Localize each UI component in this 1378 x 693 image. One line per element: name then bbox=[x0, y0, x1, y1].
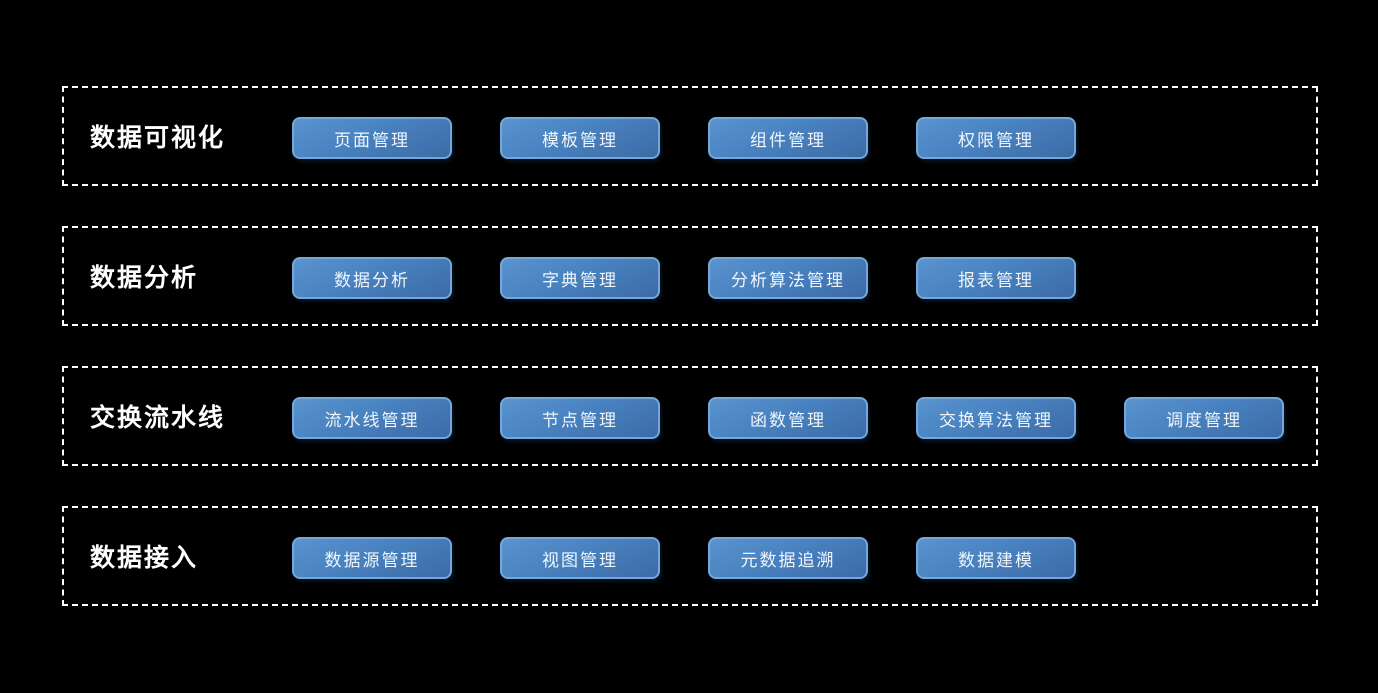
group-label: 数据可视化 bbox=[90, 124, 226, 152]
module-button[interactable]: 视图管理 bbox=[500, 537, 660, 579]
module-button[interactable]: 报表管理 bbox=[916, 257, 1076, 299]
module-button[interactable]: 数据源管理 bbox=[292, 537, 452, 579]
module-button[interactable]: 数据分析 bbox=[292, 257, 452, 299]
module-group: 交换流水线 流水线管理 节点管理 函数管理 交换算法管理 调度管理 bbox=[62, 366, 1318, 466]
module-button[interactable]: 组件管理 bbox=[708, 117, 868, 159]
module-button[interactable]: 节点管理 bbox=[500, 397, 660, 439]
module-group: 数据接入 数据源管理 视图管理 元数据追溯 数据建模 bbox=[62, 506, 1318, 606]
module-group: 数据可视化 页面管理 模板管理 组件管理 权限管理 bbox=[62, 86, 1318, 186]
module-button[interactable]: 交换算法管理 bbox=[916, 397, 1076, 439]
module-button[interactable]: 流水线管理 bbox=[292, 397, 452, 439]
module-button[interactable]: 模板管理 bbox=[500, 117, 660, 159]
group-label: 数据接入 bbox=[90, 544, 199, 572]
module-button[interactable]: 分析算法管理 bbox=[708, 257, 868, 299]
module-button[interactable]: 函数管理 bbox=[708, 397, 868, 439]
module-button[interactable]: 权限管理 bbox=[916, 117, 1076, 159]
module-button[interactable]: 页面管理 bbox=[292, 117, 452, 159]
module-button[interactable]: 调度管理 bbox=[1124, 397, 1284, 439]
module-button[interactable]: 字典管理 bbox=[500, 257, 660, 299]
module-group: 数据分析 数据分析 字典管理 分析算法管理 报表管理 bbox=[62, 226, 1318, 326]
module-button[interactable]: 数据建模 bbox=[916, 537, 1076, 579]
group-label: 数据分析 bbox=[90, 264, 199, 292]
group-label: 交换流水线 bbox=[90, 404, 226, 432]
module-button[interactable]: 元数据追溯 bbox=[708, 537, 868, 579]
